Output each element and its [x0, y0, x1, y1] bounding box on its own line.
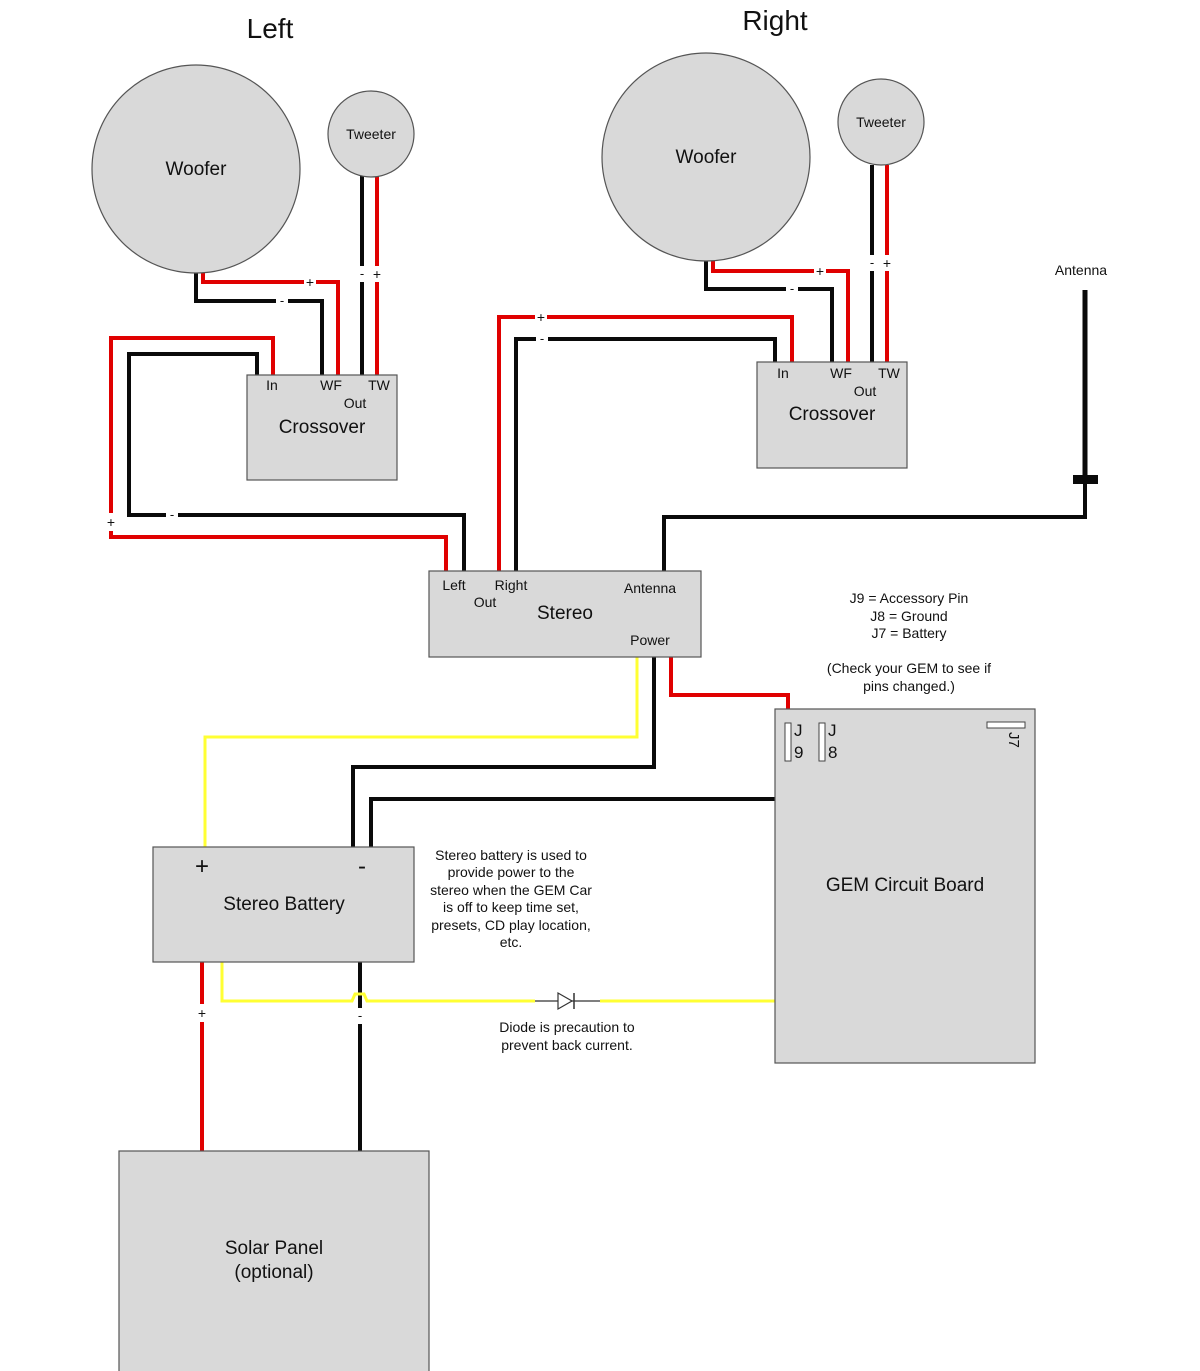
polarity-minus: -	[170, 507, 174, 522]
diode-note-line-2: prevent back current.	[501, 1037, 633, 1053]
polarity-plus: +	[306, 274, 314, 290]
gem-board-box	[774, 708, 1036, 1064]
solar-panel-title: Solar Panel	[225, 1238, 323, 1259]
polarity-plus: +	[883, 255, 891, 271]
legend-check-line-1: (Check your GEM to see if	[827, 660, 991, 676]
left-crossover-out-label: Out	[344, 395, 367, 411]
stereo-antenna-label: Antenna	[624, 580, 676, 596]
polarity-minus: -	[358, 1008, 362, 1023]
polarity-marks: + - - + + - + - - + + - + -	[103, 255, 894, 1024]
battery-to-j7-yellow-wire	[220, 848, 535, 1003]
left-woofer-negative-wire	[194, 272, 324, 375]
right-tweeter-label: Tweeter	[856, 114, 906, 130]
stereo-battery-note: Stereo battery is used to provide power …	[430, 847, 592, 950]
left-input-positive-wire	[109, 336, 448, 571]
left-tweeter-cone	[327, 90, 415, 178]
diode-symbol	[535, 991, 600, 1011]
battery-note-line-2: provide power to the	[448, 864, 575, 880]
j9-pin	[784, 722, 792, 762]
j7-pin-label: J7	[1005, 732, 1022, 748]
stereo-left-label: Left	[442, 577, 465, 593]
stereo-battery-title: Stereo Battery	[223, 894, 345, 915]
right-woofer-negative-wire	[704, 261, 834, 362]
polarity-minus: -	[540, 331, 544, 346]
polarity-minus: -	[870, 255, 874, 270]
stereo-title: Stereo	[537, 603, 593, 624]
stereo-accessory-to-battery-wire	[203, 656, 639, 848]
solar-panel-box	[118, 1150, 430, 1371]
antenna-base	[1073, 475, 1098, 484]
j7-pin	[986, 721, 1026, 729]
polarity-minus: -	[360, 266, 364, 281]
solar-panel-subtitle: (optional)	[234, 1262, 313, 1283]
stereo-battery-plus: +	[195, 853, 209, 880]
j9-pin-letter: J	[794, 721, 803, 740]
legend-check-line-2: pins changed.)	[863, 678, 955, 694]
stereo-power-label: Power	[630, 632, 670, 648]
gem-board-title: GEM Circuit Board	[826, 875, 984, 896]
right-input-negative-wire	[514, 337, 777, 571]
right-woofer-label: Woofer	[676, 147, 738, 168]
left-tweeter-label: Tweeter	[346, 126, 396, 142]
antenna-wire	[662, 483, 1087, 571]
polarity-plus: +	[373, 266, 381, 282]
right-woofer-positive-wire	[711, 261, 850, 362]
right-crossover-box	[756, 361, 908, 469]
polarity-minus: -	[790, 281, 794, 296]
battery-note-line-4: is off to keep time set,	[443, 899, 579, 915]
battery-note-line-5: presets, CD play location,	[431, 917, 591, 933]
right-crossover-wf-label: WF	[830, 365, 852, 381]
battery-note-line-3: stereo when the GEM Car	[430, 882, 592, 898]
left-woofer-positive-wire	[201, 272, 340, 375]
legend-j7: J7 = Battery	[871, 625, 946, 641]
polarity-plus: +	[537, 309, 545, 325]
diode-note-line-1: Diode is precaution to	[499, 1019, 635, 1035]
stereo-battery-minus: -	[358, 853, 366, 880]
right-crossover-title: Crossover	[789, 404, 876, 425]
right-crossover-in-label: In	[777, 365, 789, 381]
stereo-right-label: Right	[495, 577, 528, 593]
legend-j9: J9 = Accessory Pin	[850, 590, 969, 606]
left-woofer-cone	[91, 64, 301, 274]
j8-pin-number: 8	[828, 743, 837, 762]
polarity-plus: +	[198, 1005, 206, 1021]
antenna-label: Antenna	[1055, 262, 1107, 278]
left-crossover-wf-label: WF	[320, 377, 342, 393]
battery-note-line-6: etc.	[500, 934, 523, 950]
stereo-box	[428, 570, 702, 658]
left-crossover-title: Crossover	[279, 417, 366, 438]
right-woofer-cone	[601, 52, 811, 262]
right-input-positive-wire	[497, 315, 794, 571]
right-crossover-tw-label: TW	[878, 365, 901, 381]
left-crossover-box	[246, 374, 398, 481]
left-crossover-in-label: In	[266, 377, 278, 393]
polarity-plus: +	[107, 514, 115, 530]
left-heading: Left	[247, 13, 294, 44]
j8-pin-letter: J	[828, 721, 837, 740]
stereo-ground-to-battery-wire	[351, 656, 656, 848]
stereo-battery-box	[152, 846, 415, 963]
legend-j8: J8 = Ground	[870, 608, 947, 624]
left-crossover-tw-label: TW	[368, 377, 391, 393]
polarity-minus: -	[280, 293, 284, 308]
left-input-negative-wire	[127, 352, 466, 571]
battery-note-line-1: Stereo battery is used to	[435, 847, 587, 863]
stereo-power-to-j9-wire	[669, 656, 790, 723]
pin-legend: J9 = Accessory Pin J8 = Ground J7 = Batt…	[827, 590, 991, 694]
left-woofer-label: Woofer	[166, 159, 228, 180]
right-heading: Right	[742, 5, 808, 36]
right-crossover-out-label: Out	[854, 383, 877, 399]
j8-pin	[818, 722, 826, 762]
right-tweeter-cone	[837, 78, 925, 166]
j9-pin-number: 9	[794, 743, 803, 762]
polarity-plus: +	[816, 263, 824, 279]
j8-ground-to-battery-wire	[369, 761, 824, 848]
stereo-out-label: Out	[474, 594, 497, 610]
